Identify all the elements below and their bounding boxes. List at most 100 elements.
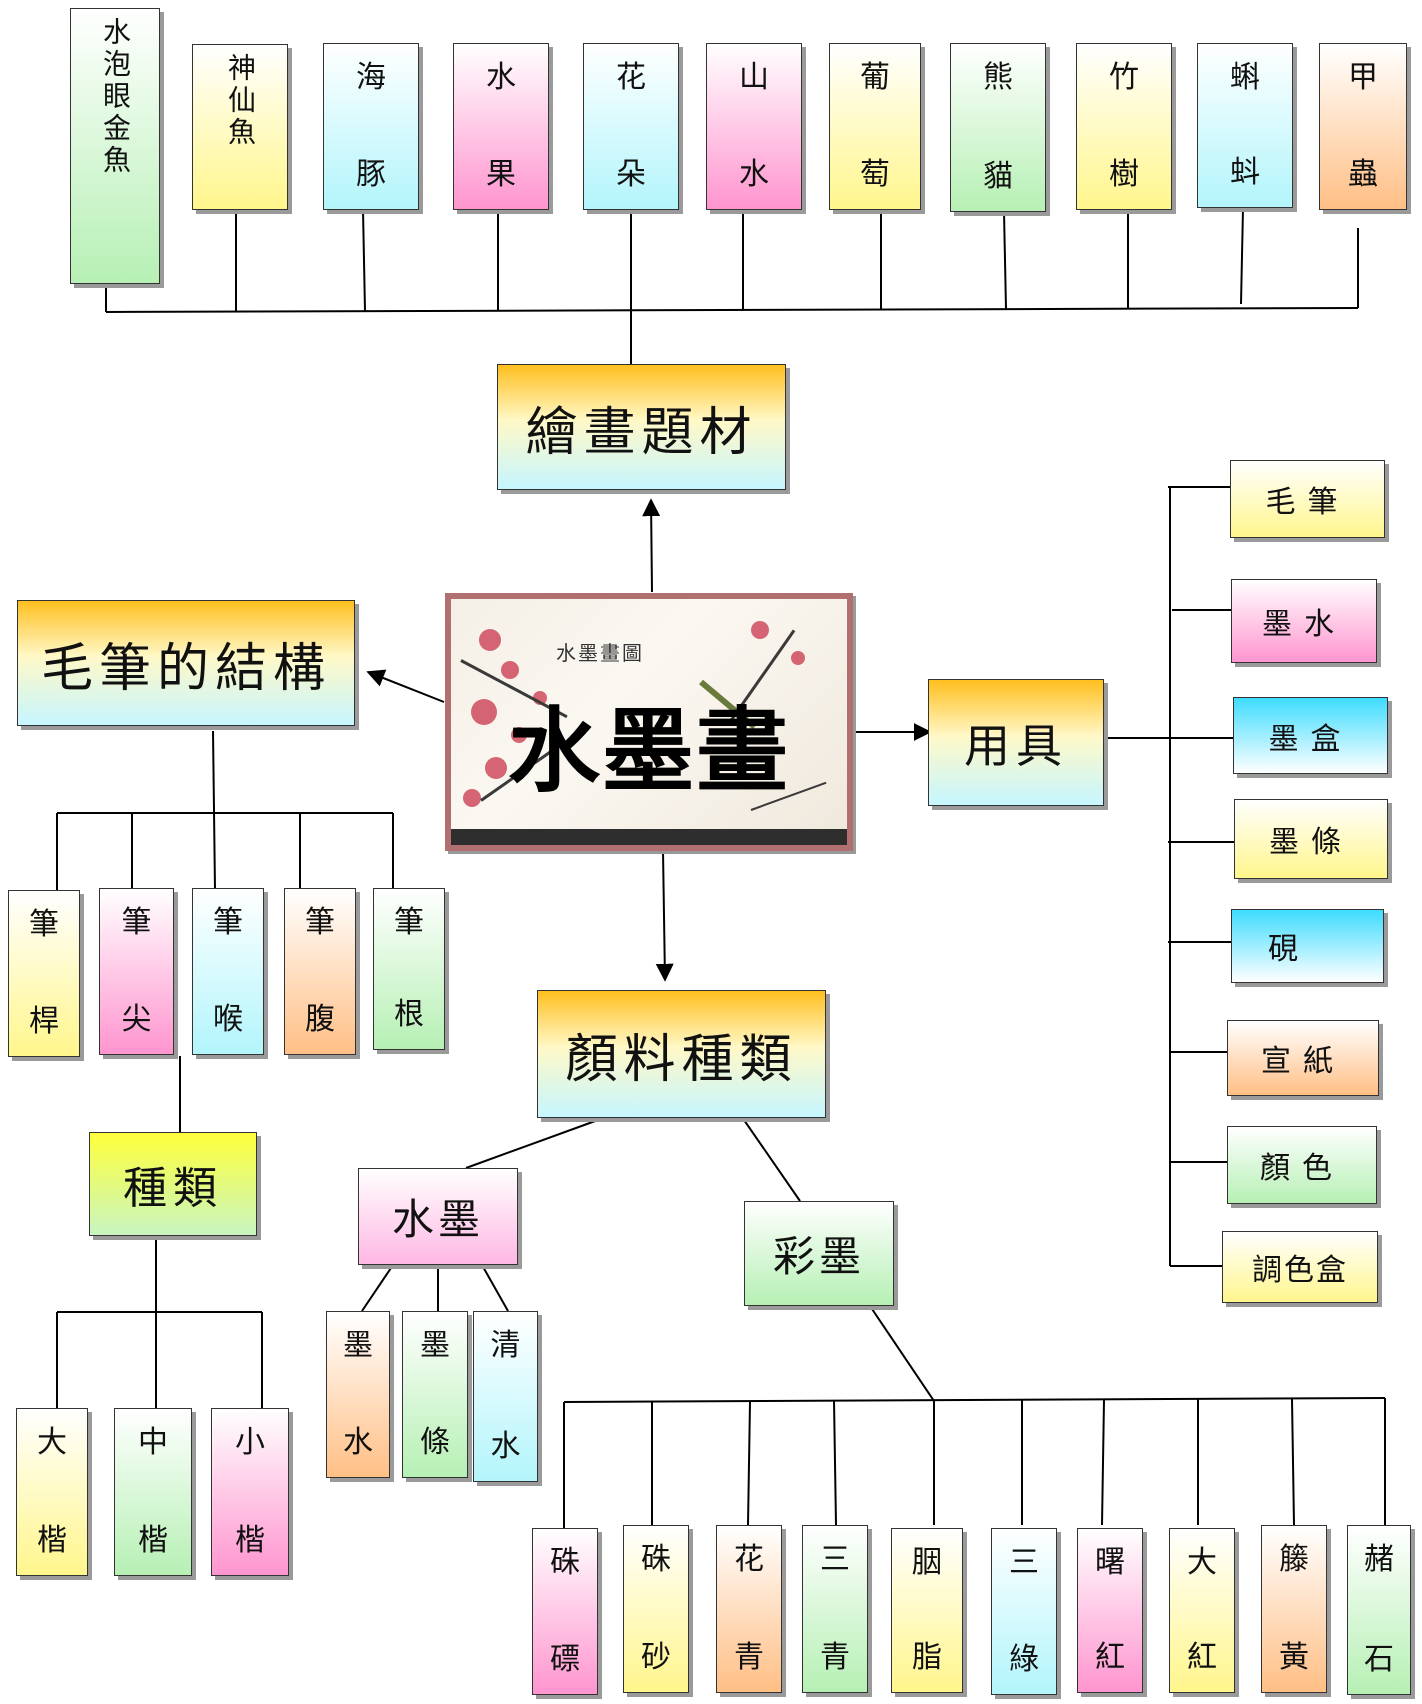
brush-type-bottom: 楷 — [235, 1523, 265, 1558]
subjects-title-box: 繪畫題材 — [497, 364, 786, 490]
subject-label-top: 海 — [356, 60, 386, 95]
subject-box: 葡 萄 — [829, 43, 921, 210]
ink-item-box: 墨 水 — [326, 1311, 390, 1478]
subject-box: 蝌 蚪 — [1197, 43, 1293, 208]
brush-part-top: 筆 — [305, 905, 335, 940]
brush-title-box: 毛筆的結構 — [17, 600, 355, 726]
brush-part-box: 筆 桿 — [8, 890, 80, 1057]
pigment-bottom: 黃 — [1279, 1640, 1309, 1675]
brush-part-bottom: 桿 — [29, 1004, 59, 1039]
pigment-top: 赭 — [1364, 1542, 1394, 1577]
brush-type-box: 中 楷 — [114, 1408, 192, 1576]
brush-type-bottom: 楷 — [37, 1523, 67, 1558]
brush-title: 毛筆的結構 — [40, 638, 331, 699]
subject-label-top: 蝌 — [1230, 60, 1260, 95]
brush-type-top: 中 — [138, 1425, 168, 1460]
subject-label-bottom: 水 — [739, 157, 769, 192]
tools-title: 用具 — [964, 718, 1068, 773]
subject-box: 甲 蟲 — [1319, 43, 1407, 210]
painting-caption: 水墨畫圖 — [556, 641, 644, 665]
brush-part-box: 筆 根 — [373, 888, 445, 1050]
brush-part-top: 筆 — [29, 907, 59, 942]
subject-label-bottom: 樹 — [1109, 157, 1139, 192]
color-ink-title-box: 彩墨 — [744, 1201, 894, 1306]
pigment-bottom: 砂 — [641, 1640, 671, 1675]
ink-item-bottom: 水 — [343, 1425, 373, 1460]
subject-label-top: 甲 — [1348, 60, 1378, 95]
pigment-top: 三 — [1009, 1545, 1039, 1580]
pigment-title-box: 顏料種類 — [537, 990, 826, 1118]
brush-type-bottom: 楷 — [138, 1523, 168, 1558]
brush-part-box: 筆 尖 — [99, 888, 174, 1055]
painting-footer-bar — [451, 829, 847, 845]
pigment-box: 胭 脂 — [891, 1528, 963, 1693]
brush-type-top: 小 — [235, 1425, 265, 1460]
subject-box: 水泡眼金魚 — [70, 8, 160, 284]
brush-part-bottom: 根 — [394, 997, 424, 1032]
brush-part-top: 筆 — [121, 905, 152, 940]
tool-label: 硯 — [1268, 932, 1310, 967]
subject-box: 神仙魚 — [192, 44, 288, 210]
pigment-box: 硃 砂 — [623, 1525, 689, 1693]
pigment-bottom: 綠 — [1009, 1642, 1039, 1677]
tools-title-box: 用具 — [928, 679, 1104, 806]
pigment-box: 三 青 — [802, 1525, 868, 1693]
pigment-box: 三 綠 — [991, 1528, 1057, 1695]
brush-type-top: 大 — [37, 1425, 67, 1460]
tool-box: 墨條 — [1234, 799, 1388, 879]
pigment-bottom: 紅 — [1187, 1640, 1217, 1675]
tool-label: 宣紙 — [1261, 1044, 1345, 1079]
brush-part-box: 筆 喉 — [192, 888, 264, 1055]
ink-item-box: 清 水 — [473, 1311, 538, 1482]
subject-box: 海 豚 — [323, 43, 419, 210]
tool-box: 顏色 — [1227, 1126, 1377, 1204]
ink-title-box: 水墨 — [358, 1168, 518, 1265]
pigment-top: 胭 — [912, 1545, 942, 1580]
brush-part-bottom: 腹 — [305, 1002, 335, 1037]
center-title: 水墨畫 — [507, 697, 790, 805]
ink-painting-image: 水墨畫圖 水墨畫 — [445, 593, 853, 851]
subject-label-bottom: 豚 — [356, 157, 386, 192]
brush-types-title-box: 種類 — [89, 1132, 257, 1236]
subject-label-top: 竹 — [1109, 60, 1139, 95]
tool-box: 調色盒 — [1222, 1231, 1378, 1303]
ink-item-bottom: 水 — [490, 1429, 521, 1464]
subject-box: 花 朵 — [583, 43, 679, 210]
subjects-title: 繪畫題材 — [525, 402, 758, 463]
tool-box: 墨水 — [1231, 579, 1377, 663]
tool-label: 調色盒 — [1252, 1253, 1348, 1288]
tool-box: 毛筆 — [1230, 460, 1385, 538]
brush-part-bottom: 尖 — [121, 1002, 152, 1037]
pigment-top: 曙 — [1095, 1545, 1125, 1580]
pigment-bottom: 磦 — [550, 1642, 580, 1677]
brush-part-top: 筆 — [394, 905, 424, 940]
subject-box: 熊 貓 — [950, 43, 1046, 212]
tool-label: 墨盒 — [1268, 721, 1353, 757]
pigment-top: 花 — [734, 1542, 764, 1577]
pigment-bottom: 青 — [734, 1640, 764, 1675]
ink-item-bottom: 條 — [420, 1425, 450, 1460]
brush-part-box: 筆 腹 — [284, 888, 356, 1055]
brush-type-box: 小 楷 — [211, 1408, 289, 1576]
tool-label: 顏色 — [1260, 1151, 1344, 1186]
subject-label-top: 山 — [739, 60, 769, 95]
brush-part-top: 筆 — [213, 905, 243, 940]
subject-box: 竹 樹 — [1076, 43, 1172, 210]
subject-label-top: 花 — [616, 60, 646, 95]
pigment-top: 籐 — [1279, 1542, 1309, 1577]
pigment-top: 大 — [1187, 1545, 1217, 1580]
tool-label: 毛筆 — [1265, 485, 1350, 520]
pigment-box: 花 青 — [716, 1525, 782, 1693]
pigment-bottom: 脂 — [912, 1640, 942, 1675]
pigment-top: 硃 — [550, 1545, 580, 1580]
subject-label-bottom: 蟲 — [1348, 157, 1378, 192]
subject-label-bottom: 貓 — [983, 159, 1013, 194]
ink-item-top: 墨 — [343, 1328, 373, 1363]
pigment-top: 硃 — [641, 1542, 671, 1577]
brush-part-bottom: 喉 — [213, 1002, 243, 1037]
pigment-box: 赭 石 — [1347, 1525, 1411, 1695]
subject-label-bottom: 果 — [486, 157, 516, 192]
subject-label-top: 熊 — [983, 60, 1013, 95]
subject-label-top: 葡 — [860, 60, 890, 95]
